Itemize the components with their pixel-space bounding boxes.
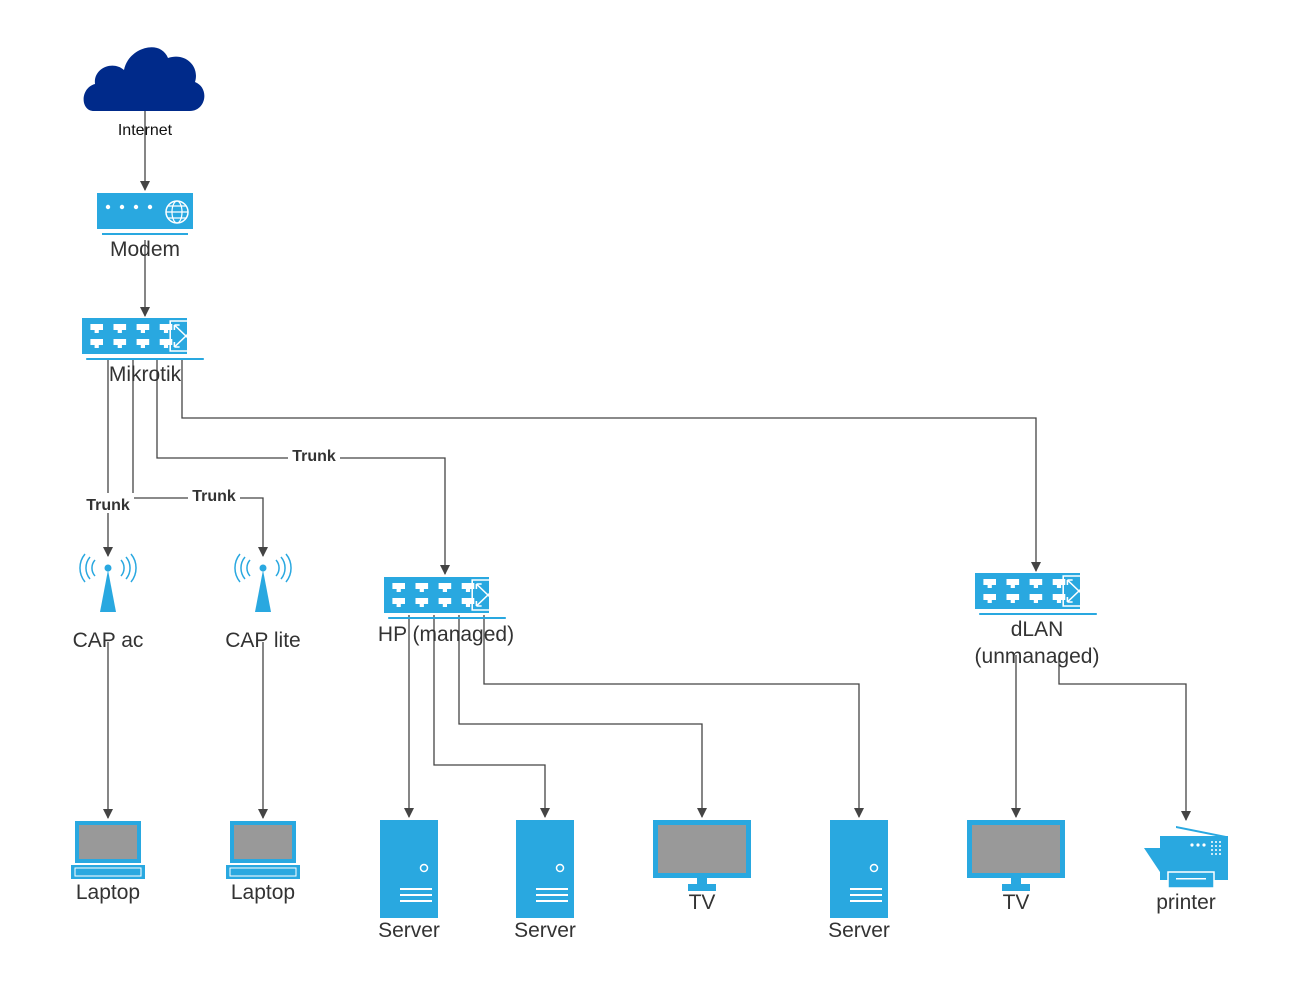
- node-cap-ac: CAP ac: [73, 553, 144, 652]
- cloud-icon: [83, 47, 205, 111]
- edge-hp-tv-1: [458, 615, 707, 818]
- modem-label: Modem: [110, 238, 180, 261]
- monitor-icon: [653, 820, 751, 891]
- node-server-1: Server: [378, 819, 440, 942]
- laptop-1-label: Laptop: [76, 881, 140, 904]
- connections: [103, 108, 1191, 821]
- server-icon: [829, 819, 889, 919]
- internet-label: Internet: [118, 122, 173, 139]
- node-printer: printer: [1144, 826, 1228, 914]
- server-icon: [379, 819, 439, 919]
- edge-mikrotik-dlan: [181, 358, 1041, 572]
- edge-hp-server-3: [483, 615, 864, 818]
- monitor-icon: [967, 820, 1065, 891]
- cap-ac-label: CAP ac: [73, 629, 144, 652]
- node-internet: Internet: [83, 47, 205, 139]
- node-cap-lite: CAP lite: [225, 553, 301, 652]
- laptop-icon: [70, 820, 146, 880]
- node-hp: HP (managed): [378, 576, 514, 646]
- node-tv-1: TV: [653, 820, 751, 914]
- switch-icon: [383, 576, 507, 620]
- laptop-icon: [225, 820, 301, 880]
- node-modem: Modem: [97, 193, 193, 261]
- node-dlan: dLAN (unmanaged): [974, 572, 1100, 668]
- edge-mikrotik-cap-lite: [132, 358, 268, 557]
- modem-icon: [97, 193, 193, 235]
- wireless-ap-icon: [79, 553, 137, 613]
- laptop-2-label: Laptop: [231, 881, 295, 904]
- node-mikrotik: Mikrotik: [81, 317, 205, 386]
- printer-label: printer: [1156, 891, 1216, 914]
- server-icon: [515, 819, 575, 919]
- node-laptop-2: Laptop: [225, 820, 301, 904]
- dlan-label-line1: dLAN: [1011, 618, 1064, 641]
- cap-lite-label: CAP lite: [225, 629, 300, 652]
- wireless-ap-icon: [234, 553, 292, 613]
- edge-hp-server-2: [433, 615, 550, 818]
- trunk-label-hp: Trunk: [292, 448, 336, 465]
- server-1-label: Server: [378, 919, 440, 942]
- trunk-label-cap-lite: Trunk: [192, 488, 236, 505]
- server-3-label: Server: [828, 919, 890, 942]
- tv-1-label: TV: [689, 891, 716, 914]
- switch-icon: [974, 572, 1098, 616]
- tv-2-label: TV: [1003, 891, 1030, 914]
- server-2-label: Server: [514, 919, 576, 942]
- node-server-3: Server: [828, 819, 890, 942]
- node-laptop-1: Laptop: [70, 820, 146, 904]
- node-server-2: Server: [514, 819, 576, 942]
- printer-icon: [1144, 826, 1228, 889]
- hp-label: HP (managed): [378, 623, 514, 646]
- switch-icon: [81, 317, 205, 361]
- mikrotik-label: Mikrotik: [109, 363, 182, 386]
- node-tv-2: TV: [967, 820, 1065, 914]
- edge-dlan-printer: [1058, 655, 1191, 821]
- trunk-label-cap-ac: Trunk: [86, 497, 130, 514]
- dlan-label-line2: (unmanaged): [975, 645, 1100, 668]
- edge-labels: Trunk Trunk Trunk: [82, 446, 340, 514]
